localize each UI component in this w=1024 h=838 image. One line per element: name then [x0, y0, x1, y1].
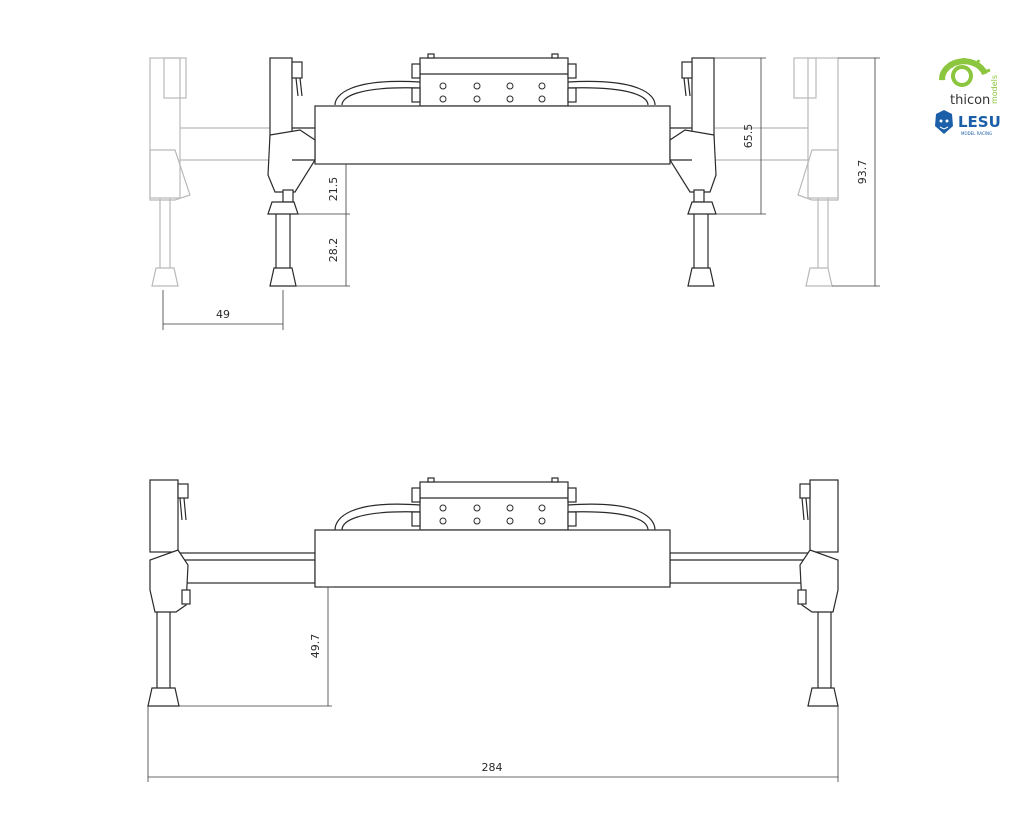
main-box-top	[314, 105, 671, 165]
hydraulic-hoses-bottom	[334, 503, 656, 531]
dim-foot-lift: 28.2	[327, 238, 340, 263]
dim-leg-offset: 49	[216, 308, 230, 321]
thicon-logo: thicon models	[939, 58, 999, 108]
lesu-logo: LESU MODEL RACING	[935, 110, 1001, 136]
top-view: 49 21.5 28.2 65.5 93.7	[149, 53, 880, 330]
thicon-sub: models	[990, 75, 999, 104]
dim-total-width: 284	[482, 761, 503, 774]
dimensions-top: 49 21.5 28.2 65.5 93.7	[162, 57, 880, 330]
dim-foot-clearance: 21.5	[327, 177, 340, 202]
bottom-view: 49.7 284	[147, 477, 839, 782]
main-box-bottom	[314, 529, 671, 588]
outrigger-beams	[174, 552, 811, 584]
active-leg-left-top	[267, 57, 316, 287]
leg-left-bottom	[147, 479, 191, 707]
dim-ground-clearance: 49.7	[309, 634, 322, 659]
dim-box-height: 65.5	[742, 124, 755, 149]
valve-block-top	[411, 53, 577, 107]
lion-icon	[935, 110, 953, 134]
ghost-leg-left	[149, 57, 270, 287]
valve-block-bottom	[411, 477, 577, 531]
gear-icon	[939, 58, 991, 87]
lesu-name: LESU	[958, 113, 1001, 131]
lesu-sub: MODEL RACING	[961, 131, 992, 136]
hydraulic-hoses-top	[334, 80, 656, 106]
active-leg-right-top	[669, 57, 717, 287]
ghost-leg-right	[715, 57, 839, 287]
dimensions-bottom: 49.7 284	[147, 586, 839, 782]
dim-total-height: 93.7	[856, 160, 869, 185]
leg-right-bottom	[797, 479, 839, 707]
thicon-name: thicon	[950, 93, 990, 108]
